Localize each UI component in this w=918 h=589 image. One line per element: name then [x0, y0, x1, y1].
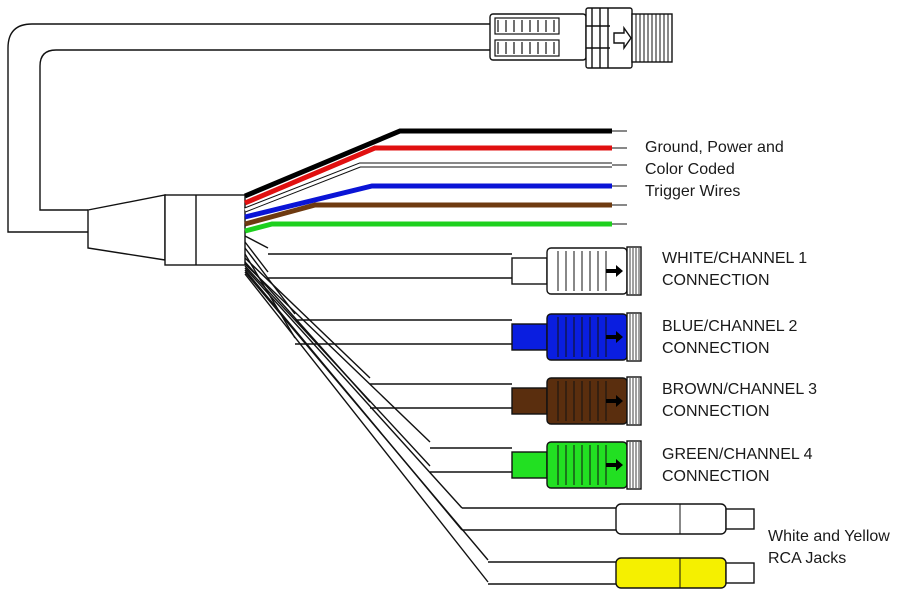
wire — [244, 202, 612, 227]
connector-boot — [511, 323, 548, 351]
camera-connector — [511, 376, 642, 426]
connector-boot — [511, 257, 548, 285]
label-line: Ground, Power and — [645, 139, 784, 156]
rca-branches — [244, 267, 755, 589]
connector-boot — [511, 387, 548, 415]
branch-cable — [244, 267, 463, 509]
channel-4-label: GREEN/CHANNEL 4 CONNECTION — [662, 446, 813, 485]
connector-collar — [626, 376, 642, 426]
rca-jack — [615, 557, 755, 589]
connector-collar — [626, 312, 642, 362]
label-line: CONNECTION — [662, 272, 770, 289]
branch-cable — [244, 273, 489, 583]
channel-1-label: WHITE/CHANNEL 1 CONNECTION — [662, 250, 807, 289]
arrow-icon — [606, 265, 623, 277]
label-line: CONNECTION — [662, 403, 770, 420]
branch-cable — [244, 241, 269, 273]
rca-jacks-label: White and Yellow RCA Jacks — [768, 528, 890, 567]
connector-boot — [511, 451, 548, 479]
label-line: BROWN/CHANNEL 3 — [662, 381, 817, 398]
label-line: Trigger Wires — [645, 183, 740, 200]
connector-collar — [626, 246, 642, 296]
label-line: White and Yellow — [768, 528, 890, 545]
label-line: RCA Jacks — [768, 550, 846, 567]
channel-3-label: BROWN/CHANNEL 3 CONNECTION — [662, 381, 817, 420]
branch-cable — [244, 257, 371, 379]
label-line: CONNECTION — [662, 468, 770, 485]
main-connector — [489, 7, 673, 69]
main-cable — [7, 23, 490, 233]
camera-connector — [511, 246, 642, 296]
label-line: BLUE/CHANNEL 2 — [662, 318, 798, 335]
channel-2-label: BLUE/CHANNEL 2 CONNECTION — [662, 318, 798, 357]
wire — [244, 221, 612, 234]
arrow-icon — [606, 395, 623, 407]
rca-jack-body — [615, 557, 727, 589]
label-line: WHITE/CHANNEL 1 — [662, 250, 807, 267]
label-line: CONNECTION — [662, 340, 770, 357]
wire — [244, 145, 612, 206]
rca-jack — [615, 503, 755, 535]
branch-cable — [244, 265, 431, 467]
arrow-icon — [606, 331, 623, 343]
splitter-housing — [87, 194, 246, 266]
camera-branches — [244, 235, 642, 490]
branch-cable — [244, 235, 269, 249]
rca-jack-tip — [725, 508, 755, 530]
connector-collar — [626, 440, 642, 490]
connector-grip-ridges — [494, 17, 560, 57]
wire-core — [244, 163, 612, 212]
label-line: GREEN/CHANNEL 4 — [662, 446, 813, 463]
rca-jack-tip — [725, 562, 755, 584]
branch-cable — [244, 271, 489, 561]
label-line: Color Coded — [645, 161, 735, 178]
branch-cable — [244, 247, 296, 315]
rca-jack-body — [615, 503, 727, 535]
wire — [244, 183, 612, 220]
trigger-wires — [244, 128, 627, 234]
camera-connector — [511, 312, 642, 362]
branch-cable — [244, 263, 431, 443]
camera-connector — [511, 440, 642, 490]
arrow-icon — [613, 25, 632, 51]
arrow-icon — [606, 459, 623, 471]
trigger-wires-label: Ground, Power and Color Coded Trigger Wi… — [645, 139, 784, 200]
wire — [244, 128, 612, 199]
